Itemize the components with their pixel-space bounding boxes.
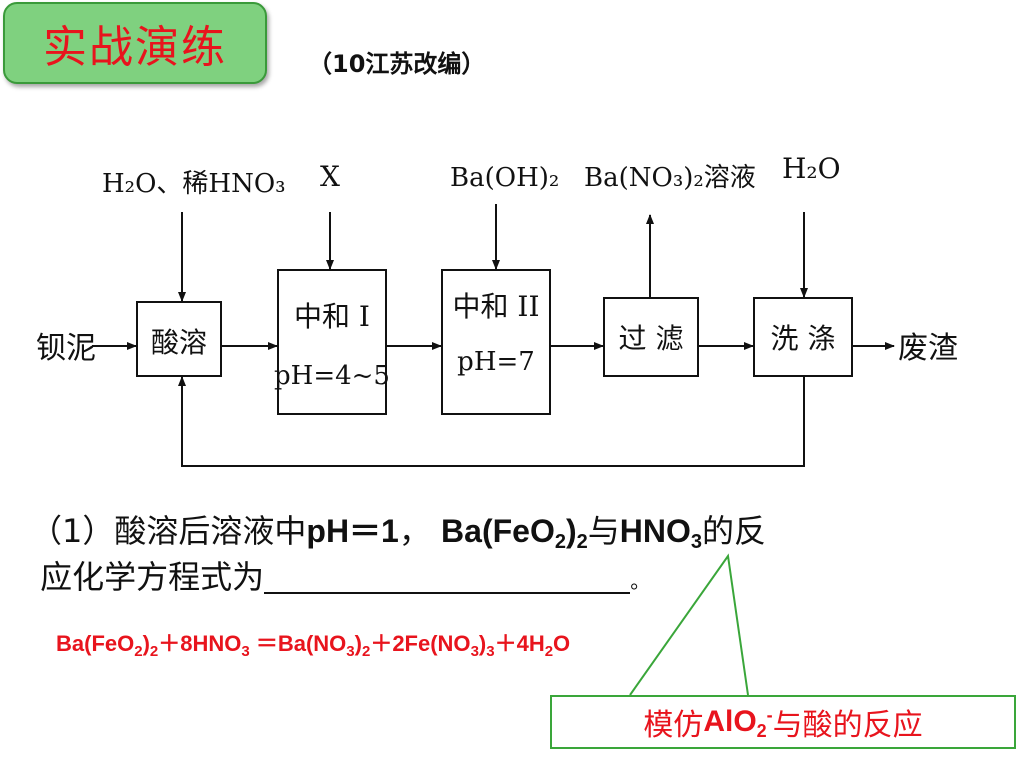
baoh-reagent-label: Ba(OH)₂ [450, 163, 559, 193]
waste-label: 废渣 [898, 331, 958, 366]
x-reagent-label: X [320, 160, 340, 193]
step-acid-label: 酸溶 [151, 326, 207, 359]
step-neutral1-line1: 中和 I [294, 300, 370, 333]
question-text: （1）酸溶后溶液中pH＝1， Ba(FeO2)2与HNO3的反 应化学方程式为。 [30, 512, 767, 596]
step-neutral2-line1: 中和 II [452, 290, 539, 323]
feed-label: 钡泥 [36, 331, 96, 366]
process-flowchart: 钡泥 废渣 H₂O、稀HNO₃ X Ba(OH)₂ Ba(NO₃)₂溶液 H₂O… [36, 152, 958, 467]
slide-title: 实战演练 [43, 22, 227, 73]
acid-reagent-label: H₂O、稀HNO₃ [102, 169, 286, 199]
step-wash-label: 洗 涤 [771, 322, 836, 355]
step-box-neutral2 [441, 269, 551, 415]
step-box-filter [603, 297, 699, 377]
arrow-recycle-loop [178, 376, 805, 467]
product-solution-label: Ba(NO₃)₂溶液 [584, 163, 756, 193]
step-filter-label: 过 滤 [619, 322, 684, 355]
step-neutral2-line2: pH=7 [457, 347, 535, 377]
water-label: H₂O [782, 152, 841, 185]
answer-equation: Ba(FeO2)2＋8HNO3 ＝Ba(NO3)2＋2Fe(NO3)3＋4H2O [56, 631, 571, 660]
source-label: （10江苏改编） [308, 50, 486, 78]
step-neutral1-line2: pH=4~5 [274, 361, 390, 391]
answer-blank [264, 558, 631, 594]
step-box-neutral1 [277, 269, 387, 415]
slide-title-badge: 实战演练 [3, 2, 267, 84]
step-box-acid [136, 301, 222, 377]
